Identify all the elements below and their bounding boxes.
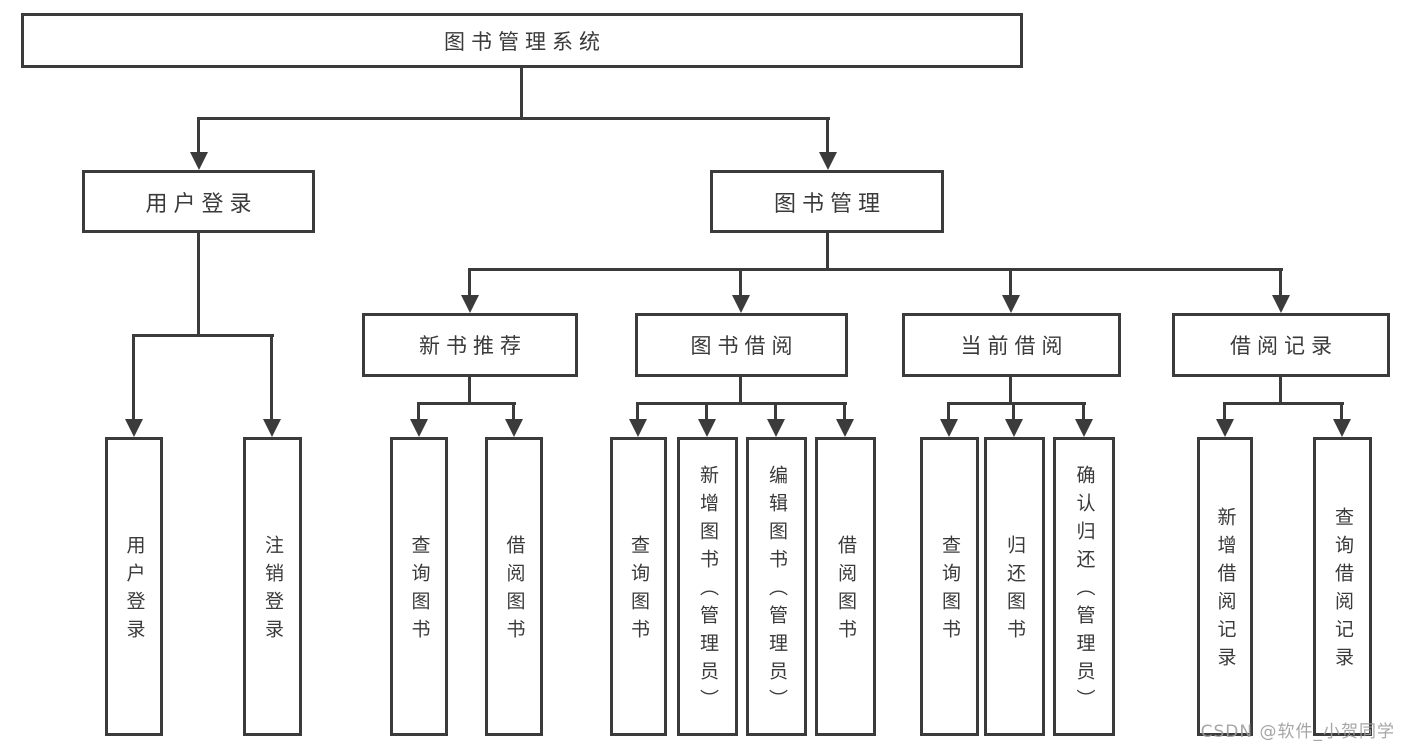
node-label: 图书借阅	[690, 334, 799, 358]
connector-line	[739, 268, 742, 300]
arrowhead-icon	[819, 152, 837, 170]
connector-line	[1012, 402, 1015, 422]
arrowhead-icon	[629, 419, 647, 437]
node-label: 用户登录	[145, 191, 258, 217]
connector-line	[1340, 402, 1343, 422]
connector-line	[1082, 402, 1085, 422]
node-logout: 注销登录	[243, 437, 302, 736]
arrowhead-icon	[1005, 419, 1023, 437]
connector-line	[520, 68, 523, 119]
arrowhead-icon	[836, 419, 854, 437]
node-label: 编辑图书（管理员）	[766, 465, 788, 717]
connector-line	[512, 402, 515, 422]
connector-line	[739, 377, 742, 404]
arrowhead-icon	[1075, 419, 1093, 437]
connector-line	[468, 377, 471, 404]
node-label: 图书管理系统	[444, 29, 606, 54]
arrowhead-icon	[1002, 295, 1020, 313]
node-label: 图书管理	[773, 191, 886, 217]
connector-line	[636, 402, 847, 405]
node-library-system: 图书管理系统	[21, 13, 1023, 68]
node-book-borrowing: 图书借阅	[635, 313, 848, 377]
connector-line	[468, 268, 1283, 271]
arrowhead-icon	[410, 419, 428, 437]
node-current-borrowing: 当前借阅	[902, 313, 1121, 377]
watermark: CSDN @软件_小贺同学	[1200, 722, 1395, 742]
connector-line	[947, 402, 1086, 405]
node-label: 用户登录	[123, 535, 146, 647]
node-book-management: 图书管理	[710, 170, 944, 233]
node-query-books-borrow: 查询图书	[610, 437, 667, 736]
node-query-books-newbooks: 查询图书	[390, 437, 448, 736]
node-label: 新增借阅记录	[1214, 507, 1237, 675]
node-label: 查询借阅记录	[1332, 507, 1354, 675]
arrowhead-icon	[125, 419, 143, 437]
node-edit-books-admin: 编辑图书（管理员）	[746, 437, 807, 736]
node-query-borrow-record: 查询借阅记录	[1313, 437, 1372, 736]
node-new-book-recommend: 新书推荐	[362, 313, 578, 377]
node-label: 查询图书	[628, 535, 650, 647]
node-user-login: 用户登录	[82, 170, 315, 233]
node-label: 新增图书（管理员）	[697, 465, 719, 717]
node-borrow-books: 借阅图书	[815, 437, 876, 736]
arrowhead-icon	[940, 419, 958, 437]
node-confirm-return-admin: 确认归还（管理员）	[1053, 437, 1115, 736]
connector-line	[826, 233, 829, 271]
connector-line	[947, 402, 950, 422]
arrowhead-icon	[263, 419, 281, 437]
connector-line	[468, 268, 471, 300]
node-add-borrow-record: 新增借阅记录	[1197, 437, 1253, 736]
connector-line	[132, 334, 135, 422]
node-label: 查询图书	[408, 535, 431, 647]
node-return-books: 归还图书	[984, 437, 1045, 736]
node-label: 借阅图书	[835, 535, 857, 647]
connector-line	[417, 402, 420, 422]
node-user-login-leaf: 用户登录	[105, 437, 163, 736]
arrowhead-icon	[1216, 419, 1234, 437]
connector-line	[197, 233, 200, 336]
connector-line	[1279, 377, 1282, 404]
connector-line	[1223, 402, 1226, 422]
arrowhead-icon	[1333, 419, 1351, 437]
node-label: 注销登录	[262, 535, 284, 647]
node-label: 当前借阅	[960, 334, 1069, 358]
connector-line	[270, 334, 273, 422]
connector-line	[417, 402, 516, 405]
arrowhead-icon	[505, 419, 523, 437]
connector-line	[774, 402, 777, 422]
arrowhead-icon	[732, 295, 750, 313]
connector-line	[1223, 402, 1344, 405]
node-add-books-admin: 新增图书（管理员）	[677, 437, 738, 736]
connector-line	[705, 402, 708, 422]
arrowhead-icon	[698, 419, 716, 437]
connector-line	[198, 117, 830, 120]
node-label: 借阅记录	[1230, 334, 1338, 358]
connector-line	[1009, 377, 1012, 404]
connector-line	[826, 117, 829, 157]
arrowhead-icon	[767, 419, 785, 437]
node-borrow-books-newbooks: 借阅图书	[485, 437, 543, 736]
node-label: 归还图书	[1004, 535, 1026, 647]
connector-line	[133, 334, 274, 337]
node-borrow-records: 借阅记录	[1172, 313, 1390, 377]
node-label: 借阅图书	[503, 535, 526, 647]
arrowhead-icon	[1272, 295, 1290, 313]
arrowhead-icon	[461, 295, 479, 313]
connector-line	[636, 402, 639, 422]
connector-line	[1009, 268, 1012, 300]
connector-line	[197, 117, 200, 157]
node-label: 新书推荐	[419, 334, 527, 358]
node-label: 确认归还（管理员）	[1073, 465, 1096, 717]
connector-line	[843, 402, 846, 422]
connector-line	[1279, 268, 1282, 300]
node-label: 查询图书	[939, 535, 961, 647]
arrowhead-icon	[190, 152, 208, 170]
node-query-books-current: 查询图书	[920, 437, 979, 736]
